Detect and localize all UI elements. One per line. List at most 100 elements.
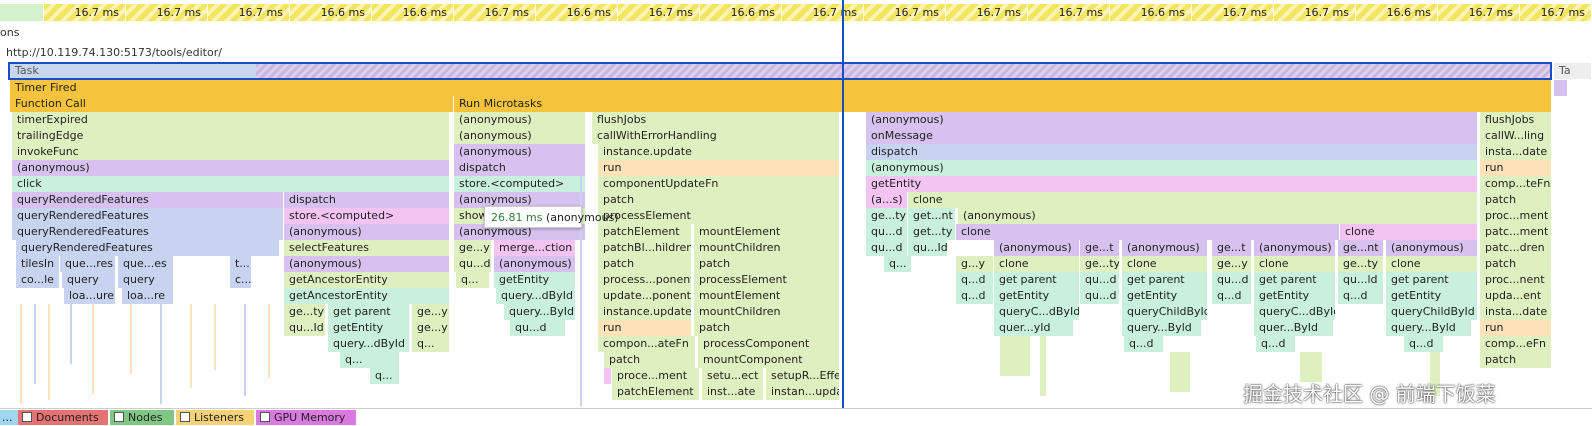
- frame-bar[interactable]: 16.7 ms: [782, 4, 864, 21]
- flame-entry[interactable]: q...: [884, 256, 912, 272]
- flame-entry[interactable]: t...: [230, 256, 252, 272]
- flame-entry[interactable]: callW...ling: [1480, 128, 1552, 144]
- flame-entry[interactable]: get...ty: [908, 224, 956, 240]
- frame-bar[interactable]: 16.7 ms: [618, 4, 700, 21]
- flame-entry[interactable]: clone: [908, 192, 1478, 208]
- flame-entry[interactable]: flushJobs: [592, 112, 840, 128]
- task-bar-right[interactable]: Ta: [1554, 63, 1592, 79]
- checkbox[interactable]: [180, 412, 190, 422]
- flame-entry[interactable]: getEntity: [328, 320, 410, 336]
- flame-entry[interactable]: patch: [598, 256, 692, 272]
- frame-bar[interactable]: 16.7 ms: [1520, 4, 1592, 21]
- frame-bar[interactable]: 16.7 ms: [1438, 4, 1520, 21]
- flame-entry[interactable]: ge...y: [454, 240, 492, 256]
- flame-entry[interactable]: patch: [694, 320, 840, 336]
- flame-entry[interactable]: query: [62, 272, 116, 288]
- flame-entry[interactable]: queryRenderedFeatures: [12, 192, 284, 208]
- flame-entry[interactable]: queryChildById: [1122, 304, 1208, 320]
- flame-entry[interactable]: mountComponent: [698, 352, 840, 368]
- flame-entry[interactable]: (anonymous): [454, 128, 586, 144]
- flame-entry[interactable]: quer...yId: [994, 320, 1074, 336]
- flame-entry[interactable]: c...: [230, 272, 252, 288]
- flame-entry[interactable]: compon...ateFn: [598, 336, 696, 352]
- flame-entry[interactable]: (anonymous): [454, 224, 586, 240]
- flame-entry[interactable]: q...d: [1256, 336, 1296, 352]
- flame-entry[interactable]: (anonymous): [494, 256, 576, 272]
- flame-entry[interactable]: patch: [694, 256, 840, 272]
- flame-entry[interactable]: qu...d: [1080, 272, 1120, 288]
- flame-entry[interactable]: query...dById: [496, 288, 576, 304]
- flame-entry[interactable]: ge...ty: [866, 208, 908, 224]
- frame-bar[interactable]: 16.7 ms: [454, 4, 536, 21]
- flame-entry[interactable]: patch: [1480, 352, 1552, 368]
- function-call-bar[interactable]: Function Call: [10, 96, 454, 112]
- flame-entry[interactable]: (anonymous): [866, 112, 1478, 128]
- flame-entry[interactable]: qu...d: [866, 240, 908, 256]
- flame-entry[interactable]: run: [598, 160, 840, 176]
- frame-bar[interactable]: 16.6 ms: [1110, 4, 1192, 21]
- flame-entry[interactable]: queryRenderedFeatures: [12, 224, 284, 240]
- frame-bar[interactable]: 16.7 ms: [1028, 4, 1110, 21]
- frame-bar[interactable]: 16.7 ms: [44, 4, 126, 21]
- flame-entry[interactable]: setupR...Effect: [766, 368, 840, 384]
- flame-entry[interactable]: qu...d: [510, 320, 566, 336]
- flame-entry[interactable]: clone: [956, 224, 1340, 240]
- flame-entry[interactable]: query...Byld: [1122, 320, 1202, 336]
- flame-entry[interactable]: instan...update: [766, 384, 840, 400]
- counter-listeners[interactable]: Listeners: [176, 410, 254, 425]
- flame-entry[interactable]: qu...d: [866, 224, 908, 240]
- flame-entry[interactable]: merge...ction: [494, 240, 576, 256]
- flame-entry[interactable]: patchElement: [612, 384, 700, 400]
- flame-entry[interactable]: getEntity: [494, 272, 576, 288]
- flame-entry[interactable]: store.<computed>: [284, 208, 450, 224]
- flame-entry[interactable]: proce...ment: [612, 368, 700, 384]
- flame-entry[interactable]: (a...s): [866, 192, 908, 208]
- flame-entry[interactable]: co...le: [16, 272, 60, 288]
- flame-entry[interactable]: processElement: [694, 272, 840, 288]
- flame-entry[interactable]: (anonymous): [454, 112, 586, 128]
- flame-entry[interactable]: dispatch: [454, 160, 586, 176]
- flame-entry[interactable]: qu...d: [454, 256, 492, 272]
- flame-entry[interactable]: get parent: [1386, 272, 1478, 288]
- flame-entry[interactable]: (anonymous): [1254, 240, 1336, 256]
- flame-entry[interactable]: ge...y: [412, 320, 450, 336]
- flame-entry[interactable]: get parent: [328, 304, 410, 320]
- flame-entry[interactable]: upda...ent: [1480, 288, 1552, 304]
- flame-entry[interactable]: (anonymous): [866, 160, 1478, 176]
- flame-entry[interactable]: click: [12, 176, 450, 192]
- flame-entry[interactable]: qu...Id: [284, 320, 326, 336]
- frame-bar[interactable]: 16.7 ms: [1192, 4, 1274, 21]
- flame-entry[interactable]: tilesIn: [16, 256, 60, 272]
- flame-entry[interactable]: ge...nt: [1338, 240, 1384, 256]
- flame-entry[interactable]: (anonymous): [454, 144, 586, 160]
- flame-entry[interactable]: q...d: [1124, 336, 1164, 352]
- flame-entry[interactable]: mountElement: [694, 288, 840, 304]
- flame-entry[interactable]: proc...ment: [1480, 208, 1552, 224]
- flame-entry[interactable]: comp...eFn: [1480, 336, 1552, 352]
- flame-entry[interactable]: timerExpired: [12, 112, 450, 128]
- flame-entry[interactable]: componentUpdateFn: [598, 176, 840, 192]
- flame-entry[interactable]: run: [1480, 160, 1552, 176]
- frame-bar[interactable]: 16.6 ms: [700, 4, 782, 21]
- frame-bar[interactable]: 16.6 ms: [372, 4, 454, 21]
- flame-entry[interactable]: invokeFunc: [12, 144, 450, 160]
- counter-gpu-memory[interactable]: GPU Memory: [256, 410, 356, 425]
- flame-entry[interactable]: q...: [370, 368, 400, 384]
- flame-entry[interactable]: queryC...dById: [994, 304, 1080, 320]
- flame-entry[interactable]: insta...date: [1480, 144, 1552, 160]
- flame-entry[interactable]: patc...dren: [1480, 240, 1552, 256]
- flame-entry[interactable]: q...: [340, 352, 400, 368]
- flame-entry[interactable]: q...: [456, 272, 490, 288]
- flame-entry[interactable]: run: [1480, 320, 1552, 336]
- flame-entry[interactable]: que...es: [118, 256, 174, 272]
- flame-entry[interactable]: [1554, 80, 1568, 96]
- flame-entry[interactable]: patchBl...hildren: [598, 240, 692, 256]
- flame-entry[interactable]: update...ponent: [598, 288, 692, 304]
- flame-entry[interactable]: inst...ate: [702, 384, 764, 400]
- flame-entry[interactable]: q...d: [956, 288, 994, 304]
- flame-entry[interactable]: ge...y: [1212, 256, 1252, 272]
- flame-entry[interactable]: getEntity: [1386, 288, 1478, 304]
- flame-entry[interactable]: getAncestorEntity: [284, 272, 450, 288]
- flame-entry[interactable]: patc...ment: [1480, 224, 1552, 240]
- counter-nodes[interactable]: Nodes: [110, 410, 174, 425]
